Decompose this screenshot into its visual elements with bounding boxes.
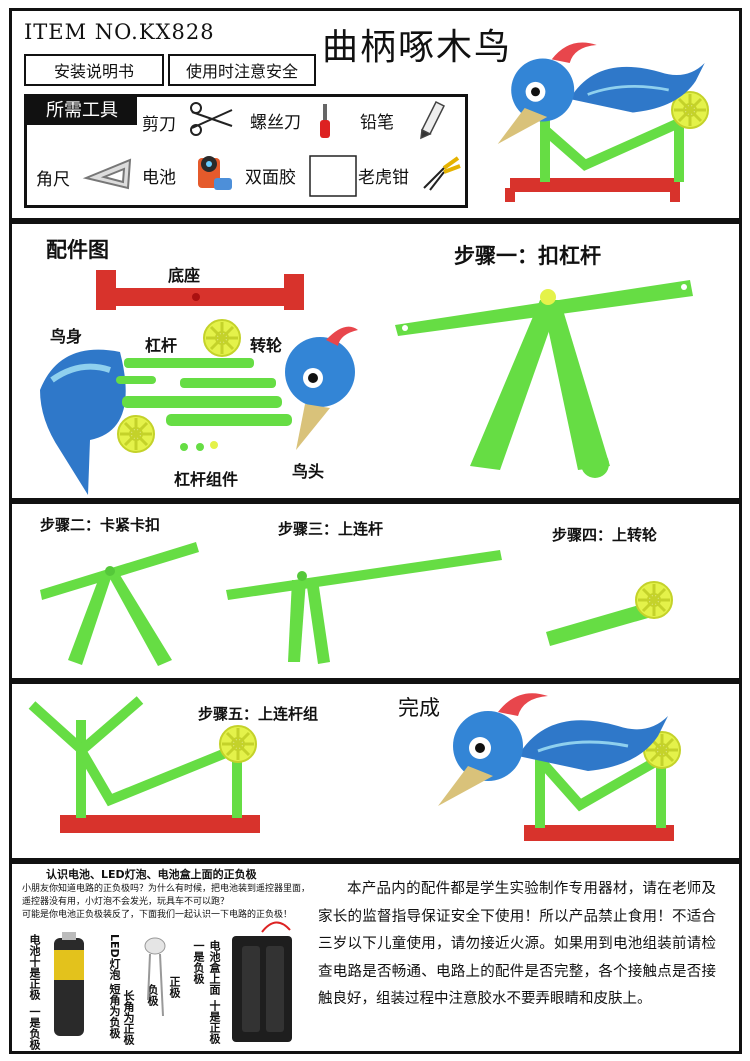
item-number: ITEM NO.KX828 <box>24 20 215 44</box>
cell-minus-note: 一是负极 <box>28 1006 41 1050</box>
part-levers <box>116 358 292 451</box>
step1-label: 步骤一：扣杠杆 <box>454 244 601 268</box>
part-label-base: 底座 <box>168 266 201 285</box>
led-short-note: LED灯泡 短角为负极 <box>108 934 121 1039</box>
step3-image <box>226 550 502 664</box>
tool-label-scissors: 剪刀 <box>142 115 176 135</box>
led-long-note: 长角为正极 <box>122 990 135 1045</box>
tool-label-battery: 电池 <box>142 168 176 188</box>
battery-line-3: 可能是你电池正负极装反了，下面我们一起认识一下电路的正负极！ <box>22 910 293 920</box>
part-body <box>40 349 126 495</box>
step5-image <box>28 696 260 833</box>
tool-label-pliers: 老虎钳 <box>358 168 409 188</box>
part-base <box>96 270 304 310</box>
steps-panel-a <box>9 501 742 681</box>
part-label-lever: 杠杆 <box>145 336 178 355</box>
screwdriver-icon <box>320 104 330 138</box>
battery-icon <box>198 156 232 190</box>
scissors-icon <box>190 102 233 136</box>
tool-label-pencil: 铅笔 <box>360 113 394 133</box>
part-label-body: 鸟身 <box>50 327 83 346</box>
battery-line-2: 遥控器没有用，小灯泡不会发光，玩具车不可以跑？ <box>22 897 230 907</box>
step4-image <box>546 580 674 646</box>
step4-label: 步骤四：上转轮 <box>552 526 658 544</box>
box-minus-note: 一是负极 <box>192 940 205 984</box>
info-panel <box>9 861 742 1054</box>
led-pos-label: 正极 <box>168 976 181 998</box>
pencil-icon <box>420 100 446 140</box>
page-title: 曲柄啄木鸟 <box>322 27 513 68</box>
box-top-note: 电池盒上面 <box>208 940 221 995</box>
tool-label-square: 角尺 <box>36 170 70 190</box>
step3-label: 步骤三：上连杆 <box>278 520 384 538</box>
part-head <box>285 326 358 450</box>
tools-box <box>24 94 468 208</box>
step2-label: 步骤二：卡紧卡扣 <box>40 516 161 534</box>
tab-safety: 使用时注意安全 <box>168 54 316 86</box>
parts-heading: 配件图 <box>46 238 109 262</box>
step1-image <box>395 280 693 478</box>
tool-label-tape: 双面胶 <box>245 168 296 188</box>
done-label: 完成 <box>398 696 440 720</box>
part-label-lever-set: 杠杆组件 <box>174 470 239 489</box>
battery-photo <box>54 932 84 1036</box>
pliers-icon <box>423 156 461 191</box>
step2-image <box>40 542 199 666</box>
battery-title: 认识电池、LED灯泡、电池盒上面的正负极 <box>46 868 257 881</box>
tools-heading: 所需工具 <box>27 97 137 125</box>
finished-model-top <box>496 41 710 202</box>
part-label-head: 鸟头 <box>292 462 325 481</box>
tab-manual: 安装说明书 <box>24 54 164 86</box>
tool-label-screwdriver: 螺丝刀 <box>250 113 301 133</box>
step5-label: 步骤五：上连杆组 <box>198 705 319 723</box>
tape-icon <box>309 155 357 197</box>
led-photo <box>144 937 166 1017</box>
battery-box-photo <box>232 921 292 1042</box>
set-square-icon <box>82 158 132 190</box>
done-image <box>436 691 682 841</box>
safety-notice: 本产品内的配件都是学生实验制作专用器材，请在老师及家长的监督指导保证安全下使用！… <box>318 881 716 1007</box>
cell-plus-note: 电池十是正极 <box>28 934 41 1000</box>
part-label-wheel: 转轮 <box>250 336 283 355</box>
battery-line-1: 小朋友你知道电路的正负极吗？为什么有时候，把电池装到遥控器里面， <box>22 884 311 894</box>
box-plus-note: 十是正极 <box>208 1000 221 1044</box>
